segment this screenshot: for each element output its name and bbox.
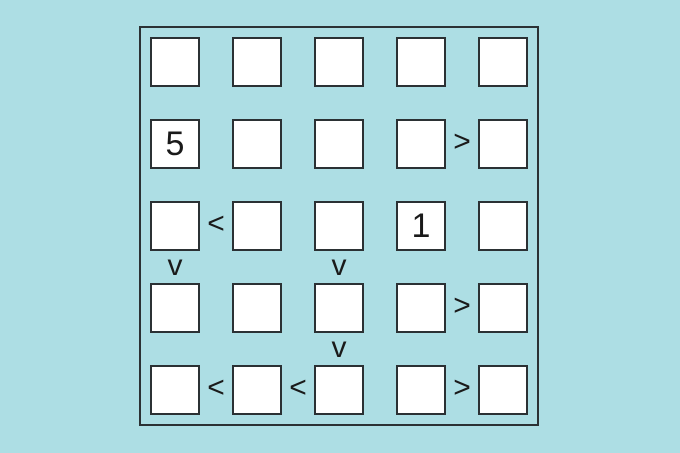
cell-r1-c3[interactable] xyxy=(314,37,364,87)
cell-r5-c2[interactable] xyxy=(232,365,282,415)
cell-r3-c2[interactable] xyxy=(232,201,282,251)
cell-r5-c3[interactable] xyxy=(314,365,364,415)
cell-r1-c4[interactable] xyxy=(396,37,446,87)
cell-r5-c4[interactable] xyxy=(396,365,446,415)
greater-than-sign: > xyxy=(453,371,471,404)
cell-r3-c3[interactable] xyxy=(314,201,364,251)
cell-r4-c1[interactable] xyxy=(150,283,200,333)
greater-than-sign: > xyxy=(453,125,471,158)
cell-r4-c2[interactable] xyxy=(232,283,282,333)
puzzle-board xyxy=(139,26,539,426)
cell-r5-c5[interactable] xyxy=(478,365,528,415)
cell-r3-c4[interactable]: 1 xyxy=(396,201,446,251)
cell-r1-c1[interactable] xyxy=(150,37,200,87)
cell-r2-c2[interactable] xyxy=(232,119,282,169)
cell-r3-c5[interactable] xyxy=(478,201,528,251)
cell-r1-c2[interactable] xyxy=(232,37,282,87)
cell-r1-c5[interactable] xyxy=(478,37,528,87)
cell-r2-c1[interactable]: 5 xyxy=(150,119,200,169)
less-than-sign: < xyxy=(207,371,225,404)
cell-r3-c1[interactable] xyxy=(150,201,200,251)
cell-r2-c5[interactable] xyxy=(478,119,528,169)
cell-r2-c4[interactable] xyxy=(396,119,446,169)
less-than-sign: < xyxy=(289,371,307,404)
down-greater-than-sign: v xyxy=(331,249,347,282)
down-greater-than-sign: v xyxy=(331,331,347,364)
less-than-sign: < xyxy=(207,207,225,240)
cell-r2-c3[interactable] xyxy=(314,119,364,169)
cell-r4-c4[interactable] xyxy=(396,283,446,333)
cell-r5-c1[interactable] xyxy=(150,365,200,415)
cell-r4-c5[interactable] xyxy=(478,283,528,333)
cell-r4-c3[interactable] xyxy=(314,283,364,333)
down-greater-than-sign: v xyxy=(167,249,183,282)
greater-than-sign: > xyxy=(453,289,471,322)
